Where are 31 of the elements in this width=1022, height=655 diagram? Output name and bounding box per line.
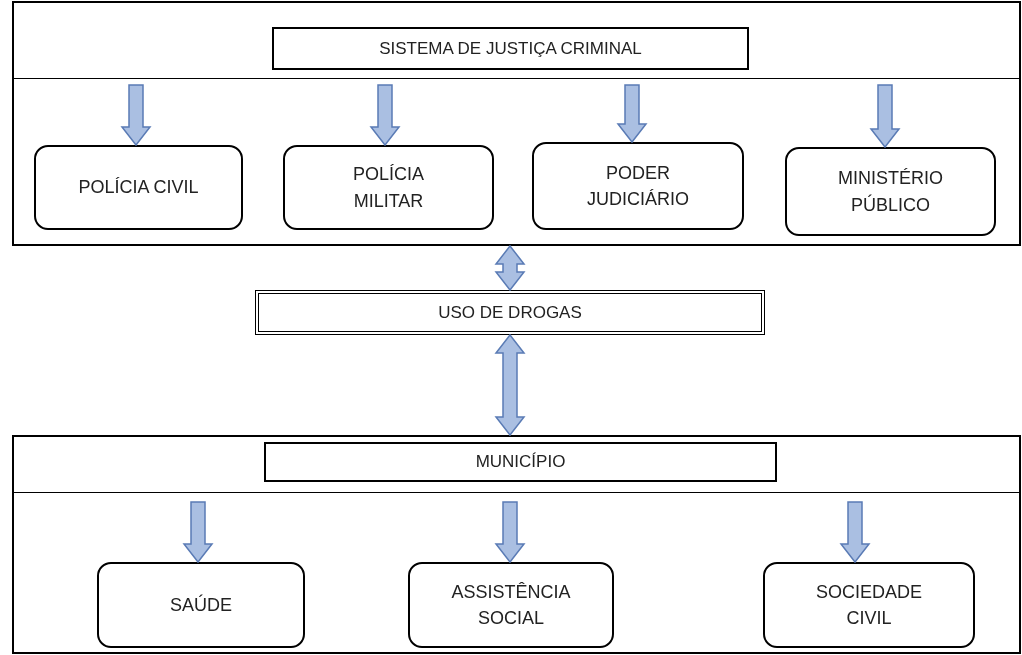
rounded-box (283, 145, 494, 230)
block-arrow (839, 501, 871, 564)
rounded-box (532, 142, 744, 230)
block-arrow (120, 84, 152, 147)
node-label: SOCIEDADE CIVIL (815, 580, 923, 630)
block-arrow (182, 501, 214, 564)
node-label: SISTEMA DE JUSTIÇA CRIMINAL (379, 38, 642, 59)
node-label: ASSISTÊNCIA SOCIAL (450, 580, 572, 630)
node-label: POLÍCIA CIVIL (78, 176, 199, 200)
group-panel (12, 435, 1021, 654)
rounded-box (97, 562, 305, 648)
block-arrow (494, 501, 526, 564)
group-panel (12, 1, 1021, 246)
double-block-arrow (494, 333, 526, 437)
rounded-box (34, 145, 243, 230)
double-block-arrow (494, 244, 526, 292)
rounded-box (763, 562, 975, 648)
block-arrow (616, 84, 648, 144)
block-arrow (869, 84, 901, 149)
heading-box (264, 442, 777, 482)
node-label: PODER JUDICIÁRIO (586, 161, 690, 211)
rounded-box (785, 147, 996, 236)
heading-box (272, 27, 749, 70)
rounded-box (408, 562, 614, 648)
node-label: MUNICÍPIO (475, 452, 566, 472)
node-label: USO DE DROGAS (438, 302, 582, 323)
node-label: MINISTÉRIO PÚBLICO (837, 167, 944, 217)
central-box (255, 290, 765, 335)
block-arrow (369, 84, 401, 147)
node-label: SAÚDE (170, 593, 232, 617)
node-label: POLÍCIA MILITAR (352, 163, 425, 213)
